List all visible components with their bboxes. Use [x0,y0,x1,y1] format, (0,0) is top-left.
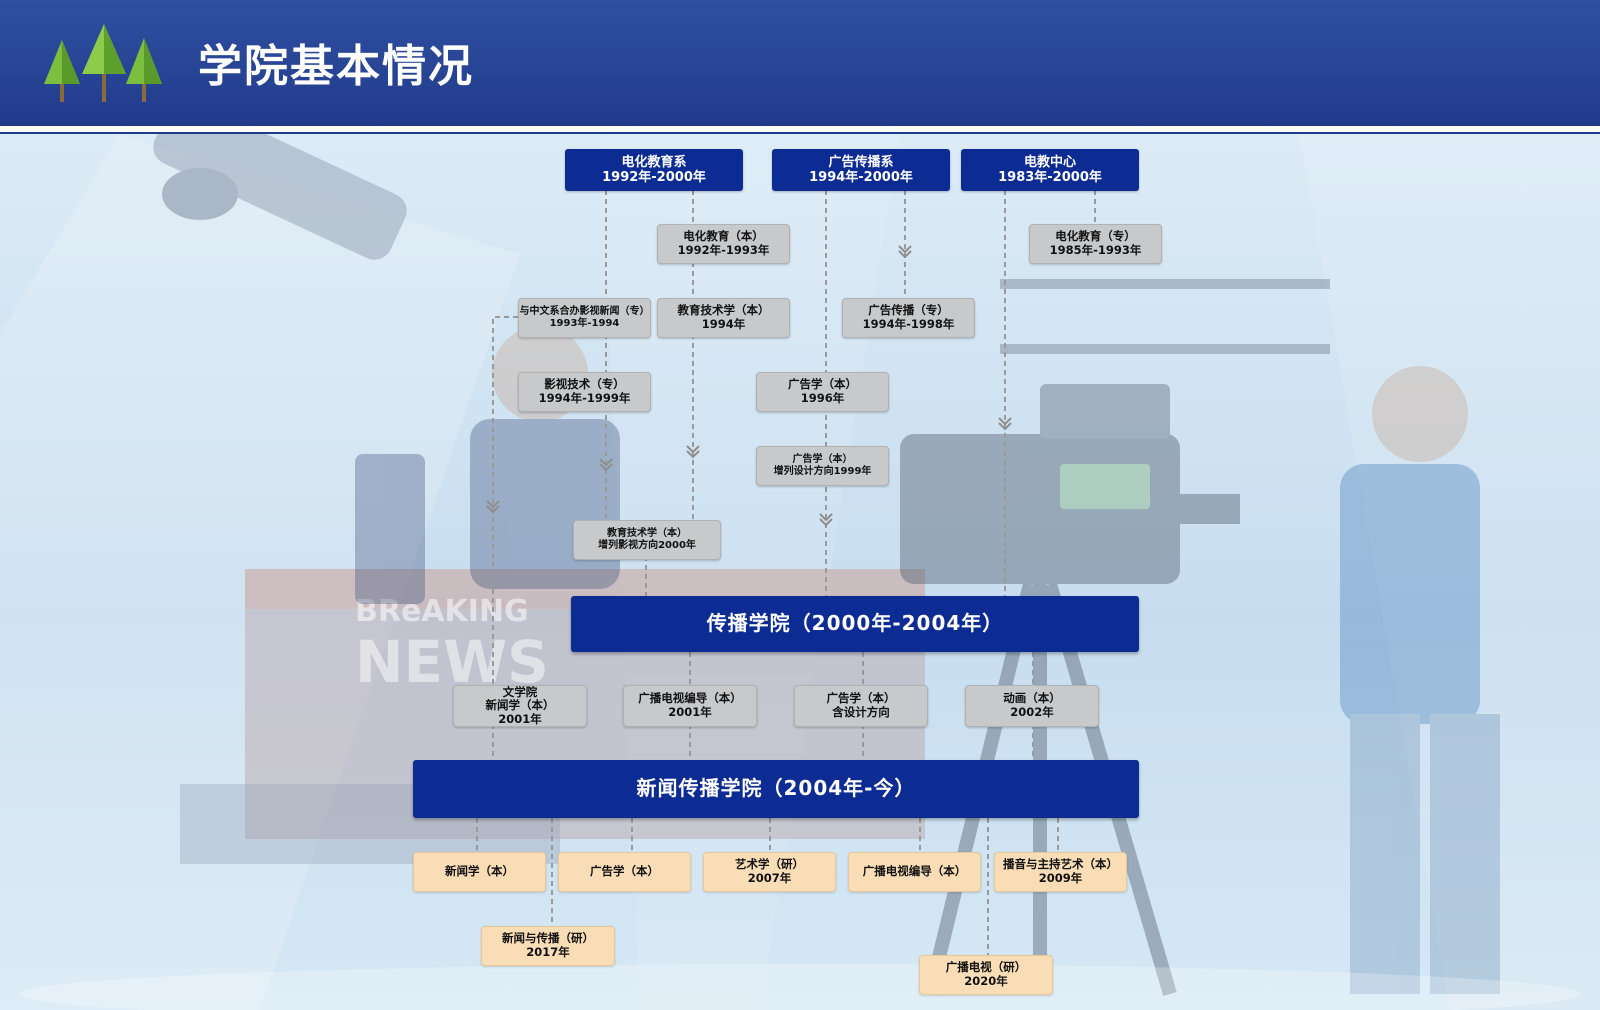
node-animation-2002: 动画（本） 2002年 [965,685,1099,727]
node-edu-tech-1994: 教育技术学（本） 1994年 [657,298,790,338]
trees-logo-icon [44,24,162,102]
node-journalism-master-2017: 新闻与传播（研） 2017年 [481,926,615,966]
node-dept-audiovisual-education: 电化教育系 1992年-2000年 [565,149,743,191]
page-title: 学院基本情况 [198,41,474,92]
node-broadcast-directing-bachelor: 广播电视编导（本） [848,852,981,892]
node-broadcast-directing-2001: 广播电视编导（本） 2001年 [623,685,757,727]
camera-operator-figure-icon [1340,366,1500,994]
node-edu-tech-film-2000: 教育技术学（本） 增列影视方向2000年 [573,520,721,560]
node-journalism-bachelor: 新闻学（本） [413,852,546,892]
header-divider [0,126,1600,134]
node-av-education-college: 电化教育（专） 1985年-1993年 [1029,224,1162,264]
node-av-education-bachelor: 电化教育（本） 1992年-1993年 [657,224,790,264]
node-advertising-design-1999: 广告学（本） 增列设计方向1999年 [756,446,889,486]
node-advertising-design: 广告学（本） 含设计方向 [794,685,928,727]
node-literature-journalism: 文学院 新闻学（本） 2001年 [453,685,587,727]
node-broadcast-tv-master-2020: 广播电视（研） 2020年 [919,955,1053,995]
node-dept-advertising: 广告传播系 1994年-2000年 [772,149,950,191]
node-film-news-joint: 与中文系合办影视新闻（专） 1993年-1994 [518,298,651,338]
studio-light-icon [153,134,407,260]
node-advertising-1996: 广告学（本） 1996年 [756,372,889,412]
node-ad-communication-college: 广告传播（专） 1994年-1998年 [842,298,975,338]
node-communication-college: 传播学院（2000年-2004年） [571,596,1139,652]
node-advertising-bachelor: 广告学（本） [558,852,691,892]
node-av-center: 电教中心 1983年-2000年 [961,149,1139,191]
node-broadcasting-hosting-2009: 播音与主持艺术（本） 2009年 [994,852,1127,892]
header-bar: 学院基本情况 [0,0,1600,126]
node-art-master-2007: 艺术学（研） 2007年 [703,852,836,892]
node-film-tech-college: 影视技术（专） 1994年-1999年 [518,372,651,412]
node-journalism-communication-college: 新闻传播学院（2004年-今） [413,760,1139,818]
